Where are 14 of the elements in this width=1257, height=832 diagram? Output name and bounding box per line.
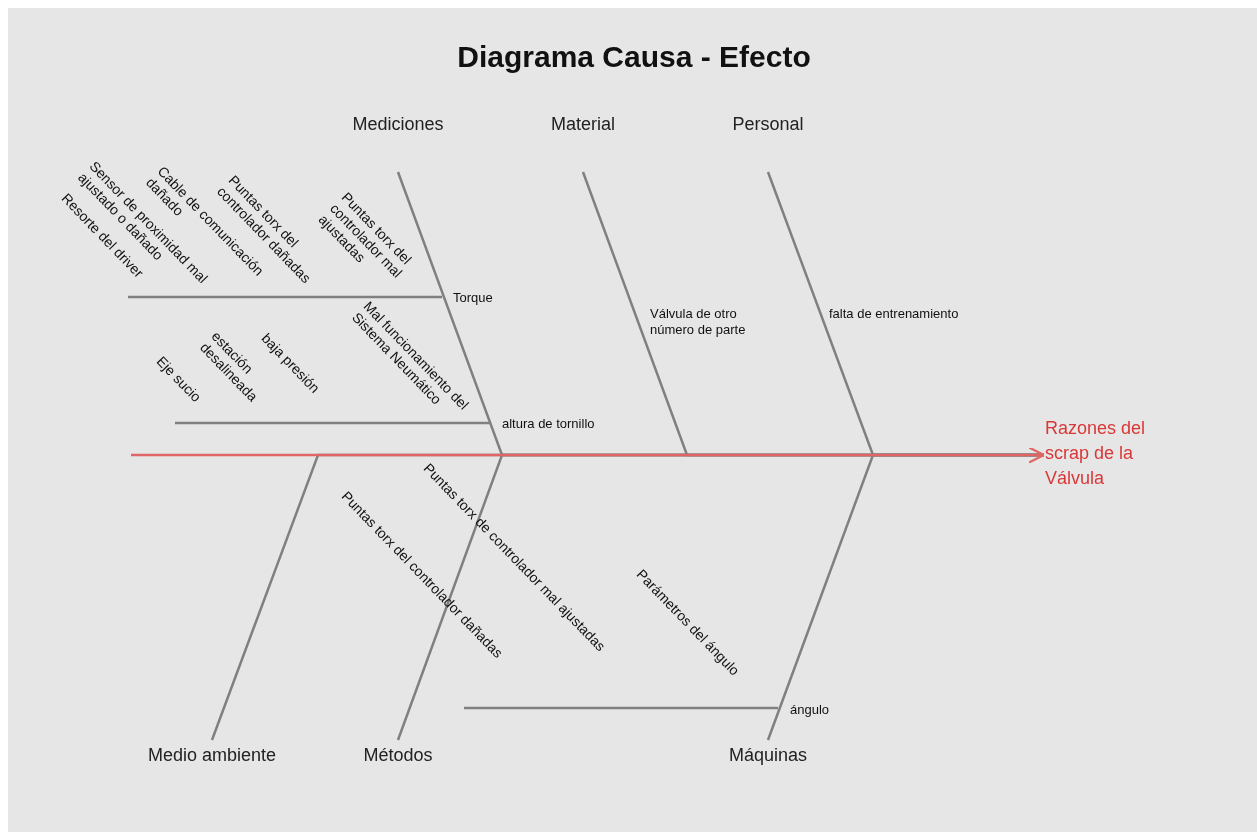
category-label: Mediciones: [351, 113, 445, 136]
cause-label: falta de entrenamiento: [829, 306, 959, 322]
category-label: Máquinas: [727, 744, 808, 767]
cause-label: Torque: [453, 290, 493, 306]
diagram-title: Diagrama Causa - Efecto: [456, 40, 812, 74]
category-label: Personal: [731, 113, 805, 136]
category-label: Material: [550, 113, 616, 136]
category-label: Medio ambiente: [146, 744, 278, 767]
effect-label: Razones del scrap de la Válvula: [1045, 417, 1147, 490]
cause-label: ángulo: [790, 702, 830, 718]
spine-arrow: [131, 446, 1046, 464]
category-label: Métodos: [362, 744, 434, 767]
cause-label: Válvula de otro número de parte: [650, 306, 747, 338]
cause-label: altura de tornillo: [502, 416, 595, 432]
